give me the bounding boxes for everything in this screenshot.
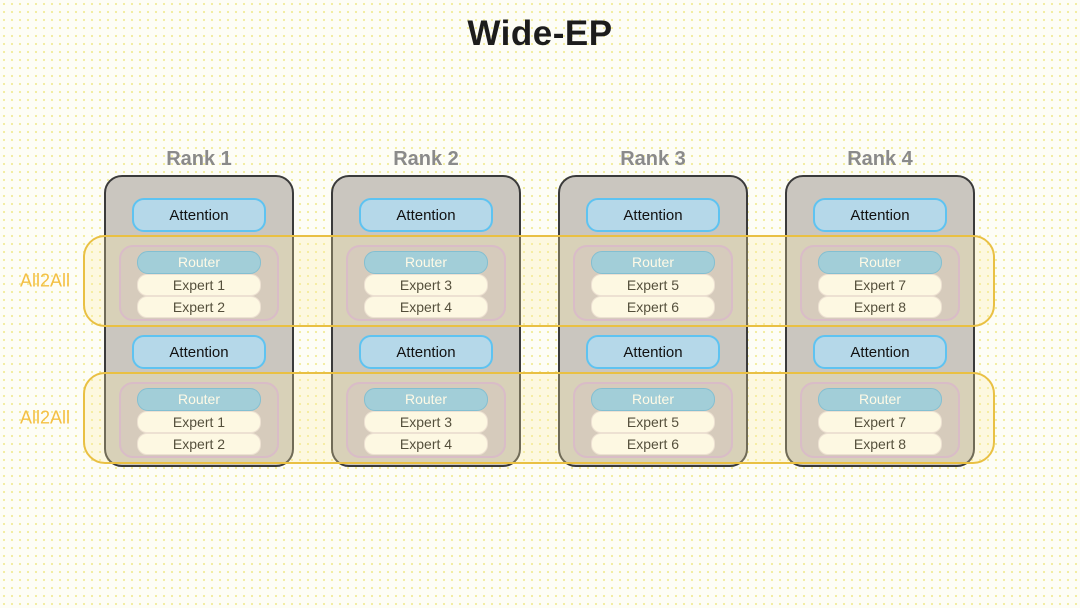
rank-1-box: Attention Router Expert 1 Expert 2 Atten…: [104, 175, 294, 467]
rank-3-layer-1-router: Router: [591, 251, 715, 274]
rank-1-column: Rank 1 Attention Router Expert 1 Expert …: [104, 148, 294, 467]
rank-2-layer-1-router: Router: [364, 251, 488, 274]
rank-2-layer-2-attention-block: Attention: [359, 335, 493, 369]
rank-3-column: Rank 3 Attention Router Expert 5 Expert …: [558, 148, 748, 467]
rank-2-layer-2-expert-3: Expert 3: [364, 411, 488, 433]
rank-1-layer-1-moe-block: Router Expert 1 Expert 2: [119, 245, 279, 321]
rank-4-box: Attention Router Expert 7 Expert 8 Atten…: [785, 175, 975, 467]
rank-1-layer-1-router: Router: [137, 251, 261, 274]
rank-1-layer-1-attention-block: Attention: [132, 198, 266, 232]
rank-4-layer-2-attention-block: Attention: [813, 335, 947, 369]
all2all-band-1: All2All: [20, 235, 995, 327]
rank-3-layer-1-expert-6: Expert 6: [591, 296, 715, 318]
rank-4-label: Rank 4: [847, 148, 913, 170]
rank-1-layer-2-expert-2: Expert 2: [137, 433, 261, 455]
rank-3-label: Rank 3: [620, 148, 686, 170]
rank-1-label: Rank 1: [166, 148, 232, 170]
rank-2-label: Rank 2: [393, 148, 459, 170]
rank-1-layer-2-router: Router: [137, 388, 261, 411]
rank-2-layer-2-moe-block: Router Expert 3 Expert 4: [346, 382, 506, 458]
rank-2-layer-1-attention-block: Attention: [359, 198, 493, 232]
rank-1-layer-1-expert-2: Expert 2: [137, 296, 261, 318]
rank-4-layer-1-attention-block: Attention: [813, 198, 947, 232]
all2all-band-1-label: All2All: [19, 270, 71, 291]
rank-3-box: Attention Router Expert 5 Expert 6 Atten…: [558, 175, 748, 467]
rank-4-layer-1-moe-block: Router Expert 7 Expert 8: [800, 245, 960, 321]
rank-2-layer-1-moe-block: Router Expert 3 Expert 4: [346, 245, 506, 321]
rank-4-layer-1-router: Router: [818, 251, 942, 274]
rank-2-box: Attention Router Expert 3 Expert 4 Atten…: [331, 175, 521, 467]
rank-3-layer-2-expert-6: Expert 6: [591, 433, 715, 455]
rank-3-layer-1-moe-block: Router Expert 5 Expert 6: [573, 245, 733, 321]
rank-4-layer-2-router: Router: [818, 388, 942, 411]
all2all-band-2: All2All: [20, 372, 995, 464]
rank-4-column: Rank 4 Attention Router Expert 7 Expert …: [785, 148, 975, 467]
rank-1-layer-2-attention-block: Attention: [132, 335, 266, 369]
diagram-title: Wide-EP: [467, 14, 613, 53]
rank-2-layer-1-expert-4: Expert 4: [364, 296, 488, 318]
rank-3-layer-1-attention-block: Attention: [586, 198, 720, 232]
rank-3-layer-2-router: Router: [591, 388, 715, 411]
rank-3-layer-2-expert-5: Expert 5: [591, 411, 715, 433]
rank-3-layer-2-attention-block: Attention: [586, 335, 720, 369]
all2all-band-2-label: All2All: [19, 407, 71, 428]
rank-1-layer-2-expert-1: Expert 1: [137, 411, 261, 433]
rank-2-column: Rank 2 Attention Router Expert 3 Expert …: [331, 148, 521, 467]
rank-4-layer-2-expert-7: Expert 7: [818, 411, 942, 433]
rank-2-layer-2-expert-4: Expert 4: [364, 433, 488, 455]
rank-1-layer-2-moe-block: Router Expert 1 Expert 2: [119, 382, 279, 458]
rank-4-layer-1-expert-7: Expert 7: [818, 274, 942, 296]
rank-4-layer-1-expert-8: Expert 8: [818, 296, 942, 318]
rank-4-layer-2-moe-block: Router Expert 7 Expert 8: [800, 382, 960, 458]
rank-3-layer-1-expert-5: Expert 5: [591, 274, 715, 296]
rank-4-layer-2-expert-8: Expert 8: [818, 433, 942, 455]
rank-2-layer-2-router: Router: [364, 388, 488, 411]
rank-2-layer-1-expert-3: Expert 3: [364, 274, 488, 296]
rank-1-layer-1-expert-1: Expert 1: [137, 274, 261, 296]
rank-3-layer-2-moe-block: Router Expert 5 Expert 6: [573, 382, 733, 458]
